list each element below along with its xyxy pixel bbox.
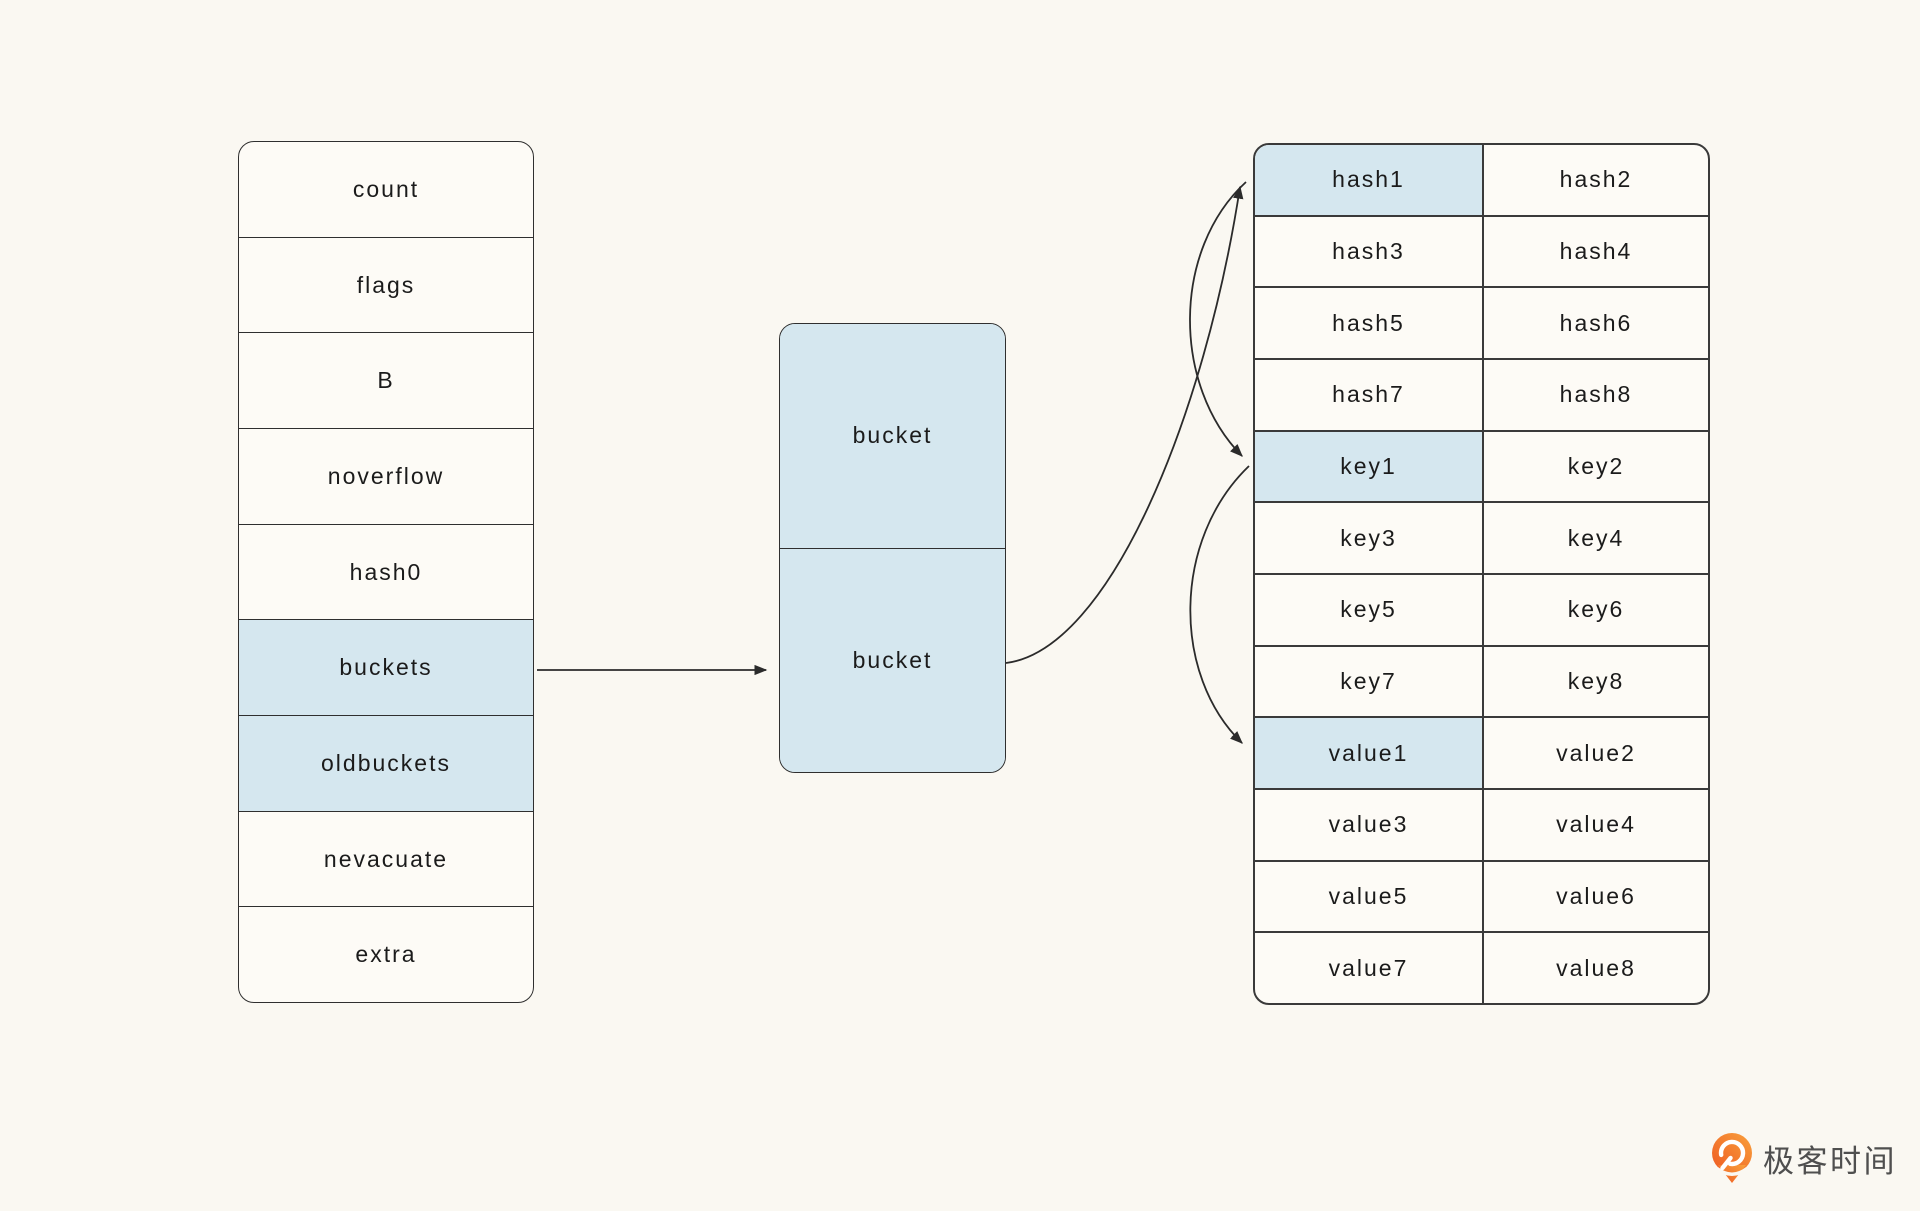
hmap-row-b: B bbox=[239, 332, 533, 428]
hmap-field-label: oldbuckets bbox=[321, 749, 451, 776]
detail-cell-label: value6 bbox=[1556, 883, 1636, 910]
detail-cell-label: value7 bbox=[1328, 954, 1409, 981]
detail-cell-label: hash4 bbox=[1559, 238, 1633, 264]
detail-cell-label: hash7 bbox=[1332, 381, 1405, 408]
detail-cell: hash8 bbox=[1482, 360, 1708, 430]
detail-cell: key5 bbox=[1255, 575, 1482, 645]
detail-cell: value8 bbox=[1482, 933, 1708, 1003]
detail-cell: hash4 bbox=[1482, 216, 1708, 287]
detail-cell-label: hash1 bbox=[1332, 166, 1405, 193]
detail-cell: value5 bbox=[1255, 862, 1482, 932]
detail-row: hash1 hash2 bbox=[1255, 145, 1708, 215]
detail-cell-label: value8 bbox=[1556, 954, 1636, 981]
detail-cell: hash2 bbox=[1482, 145, 1708, 215]
detail-cell-label: key8 bbox=[1567, 668, 1625, 695]
hmap-row-count: count bbox=[239, 142, 533, 237]
hmap-row-hash0: hash0 bbox=[239, 523, 533, 620]
detail-cell: key2 bbox=[1482, 431, 1708, 502]
geektime-logo-text: 极客时间 bbox=[1763, 1143, 1897, 1179]
bucket-cell: bucket bbox=[780, 547, 1005, 772]
detail-cell: key6 bbox=[1482, 575, 1708, 645]
detail-cell-label: hash8 bbox=[1559, 381, 1633, 408]
bucket-detail-table: hash1 hash2 hash3 hash4 hash5 hash6 hash… bbox=[1253, 143, 1710, 1005]
detail-cell-label: key6 bbox=[1567, 596, 1625, 623]
detail-cell-label: value5 bbox=[1328, 883, 1409, 910]
detail-cell-label: key5 bbox=[1340, 596, 1397, 623]
detail-cell: value6 bbox=[1482, 861, 1708, 932]
detail-cell-label: hash5 bbox=[1332, 309, 1405, 336]
detail-cell-label: value3 bbox=[1328, 811, 1409, 838]
detail-row: value1 value2 bbox=[1255, 716, 1708, 789]
detail-row: key1 key2 bbox=[1255, 429, 1708, 502]
geektime-logo-icon bbox=[1712, 1133, 1752, 1183]
hmap-row-flags: flags bbox=[239, 236, 533, 333]
detail-row: key7 key8 bbox=[1255, 644, 1708, 717]
detail-cell: hash3 bbox=[1255, 217, 1482, 287]
hmap-row-oldbuckets: oldbuckets bbox=[239, 715, 533, 811]
detail-cell-label: key1 bbox=[1340, 453, 1397, 480]
detail-cell: hash6 bbox=[1482, 288, 1708, 359]
bucket-cell: bucket bbox=[780, 324, 1005, 548]
hmap-field-label: nevacuate bbox=[323, 845, 449, 872]
detail-cell-label: hash6 bbox=[1559, 309, 1633, 336]
detail-cell-label: value2 bbox=[1556, 739, 1636, 766]
detail-cell: key7 bbox=[1255, 647, 1482, 717]
hmap-field-label: buckets bbox=[339, 654, 433, 681]
detail-cell-key1: key1 bbox=[1255, 431, 1482, 502]
detail-cell-label: hash3 bbox=[1332, 238, 1405, 264]
detail-cell-hash1: hash1 bbox=[1255, 145, 1482, 215]
hmap-row-nevacuate: nevacuate bbox=[239, 810, 533, 907]
hmap-row-noverflow: noverflow bbox=[239, 428, 533, 524]
detail-cell-label: key7 bbox=[1340, 668, 1397, 695]
hmap-field-label: hash0 bbox=[349, 558, 423, 585]
detail-cell: value7 bbox=[1255, 933, 1482, 1003]
hmap-field-label: noverflow bbox=[327, 462, 445, 489]
hmap-field-label: count bbox=[352, 175, 420, 202]
hmap-struct-table: count flags B noverflow hash0 buckets ol… bbox=[238, 141, 534, 1003]
detail-cell-value1: value1 bbox=[1255, 718, 1482, 789]
detail-cell: value4 bbox=[1482, 790, 1708, 860]
detail-row: value3 value4 bbox=[1255, 788, 1708, 860]
detail-cell: hash5 bbox=[1255, 288, 1482, 358]
hmap-field-label: extra bbox=[355, 941, 417, 968]
arrow-hash1-to-key1 bbox=[1189, 181, 1247, 457]
detail-cell: key4 bbox=[1482, 503, 1708, 574]
detail-cell: hash7 bbox=[1255, 360, 1482, 430]
detail-cell: value2 bbox=[1482, 718, 1708, 789]
bucket-cell-label: bucket bbox=[852, 422, 933, 449]
detail-row: key3 key4 bbox=[1255, 501, 1708, 574]
detail-cell-label: key2 bbox=[1567, 453, 1625, 480]
detail-cell-label: key4 bbox=[1567, 524, 1625, 551]
detail-cell: key8 bbox=[1482, 646, 1708, 717]
hmap-field-label: B bbox=[377, 367, 395, 394]
detail-cell: key3 bbox=[1255, 503, 1482, 573]
detail-row: key5 key6 bbox=[1255, 573, 1708, 645]
bucket-cell-label: bucket bbox=[852, 646, 933, 673]
geektime-logo: 极客时间 bbox=[1710, 1132, 1897, 1184]
detail-cell: value3 bbox=[1255, 790, 1482, 860]
arrow-bucket-to-hash1 bbox=[1005, 185, 1244, 664]
detail-row: value7 value8 bbox=[1255, 931, 1708, 1003]
hmap-row-extra: extra bbox=[239, 906, 533, 1002]
detail-cell-label: hash2 bbox=[1559, 166, 1633, 193]
detail-row: hash3 hash4 bbox=[1255, 214, 1708, 287]
hmap-row-buckets: buckets bbox=[239, 619, 533, 716]
hmap-field-label: flags bbox=[356, 271, 416, 298]
bucket-array-box: bucket bucket bbox=[779, 323, 1006, 773]
detail-row: value5 value6 bbox=[1255, 859, 1708, 932]
detail-cell-label: value1 bbox=[1328, 739, 1409, 766]
detail-cell-label: key3 bbox=[1340, 524, 1397, 551]
arrow-key1-to-value1 bbox=[1189, 465, 1250, 744]
detail-row: hash7 hash8 bbox=[1255, 358, 1708, 430]
detail-cell-label: value4 bbox=[1556, 811, 1636, 838]
detail-row: hash5 hash6 bbox=[1255, 286, 1708, 359]
